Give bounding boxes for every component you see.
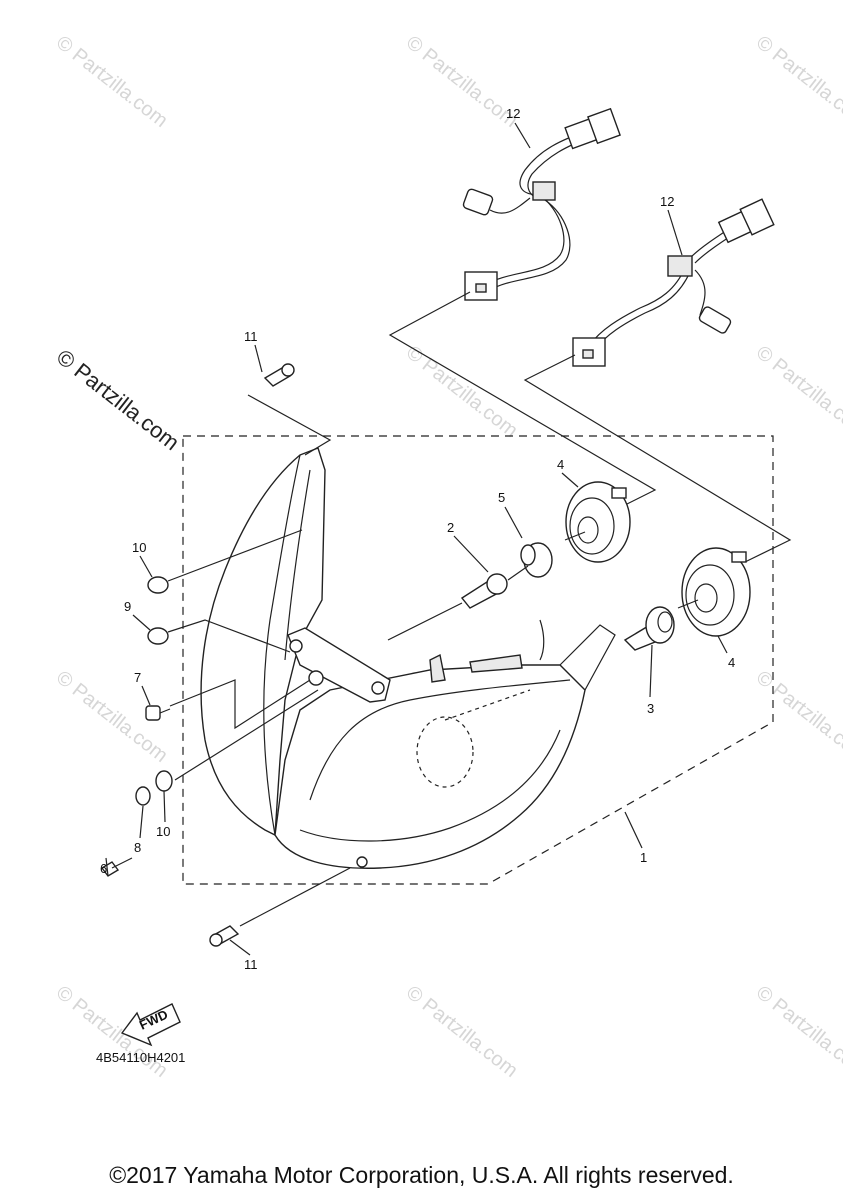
watermark-prominent: © Partzilla.com: [52, 344, 184, 455]
watermark: © Partzilla.com: [752, 982, 843, 1082]
fastener-leaders: [167, 394, 351, 927]
callout-11: 11: [244, 957, 258, 972]
callout-10: 10: [156, 824, 170, 839]
callout-12: 12: [506, 106, 520, 121]
harness-leaders: [388, 291, 792, 563]
callout-9: 9: [124, 599, 131, 614]
callout-4: 4: [557, 457, 564, 472]
watermark: © Partzilla.com: [402, 32, 522, 132]
callout-2: 2: [447, 520, 454, 535]
watermark: © Partzilla.com: [752, 32, 843, 132]
callout-7: 7: [134, 670, 141, 685]
callout-10: 10: [132, 540, 146, 555]
callout-1: 1: [640, 850, 647, 865]
socket-5: [507, 542, 553, 581]
callout-6: 6: [100, 861, 107, 876]
watermark: © Partzilla.com: [752, 342, 843, 442]
bulb-2: [387, 573, 508, 641]
bulb-3: [623, 606, 675, 651]
wire-harness-right: [572, 198, 775, 367]
watermark: © Partzilla.com: [402, 342, 522, 442]
assembly-outline: [182, 435, 774, 885]
fasteners-left: [100, 363, 295, 947]
diagram-code: 4B54110H4201: [96, 1050, 185, 1065]
callout-5: 5: [498, 490, 505, 505]
callout-12: 12: [660, 194, 674, 209]
callout-4: 4: [728, 655, 735, 670]
callout-8: 8: [134, 840, 141, 855]
watermark: © Partzilla.com: [402, 982, 522, 1082]
bracket: [287, 627, 391, 703]
socket-cover-4-upper: [564, 481, 631, 563]
callout-11: 11: [244, 329, 258, 344]
headlight-housing: [200, 447, 616, 869]
wire-harness-top: [462, 107, 621, 301]
watermark: © Partzilla.com: [752, 667, 843, 767]
fwd-arrow: FWD: [120, 1003, 181, 1047]
socket-cover-4-lower: [677, 547, 751, 637]
callout-labels: 1 2 3 4 4 5 6 7 8 9 10 10 11 11 12 12: [100, 106, 735, 972]
watermark: © Partzilla.com: [52, 32, 172, 132]
callout-leaders: [105, 122, 728, 956]
copyright-notice: ©2017 Yamaha Motor Corporation, U.S.A. A…: [109, 1162, 734, 1188]
callout-3: 3: [647, 701, 654, 716]
